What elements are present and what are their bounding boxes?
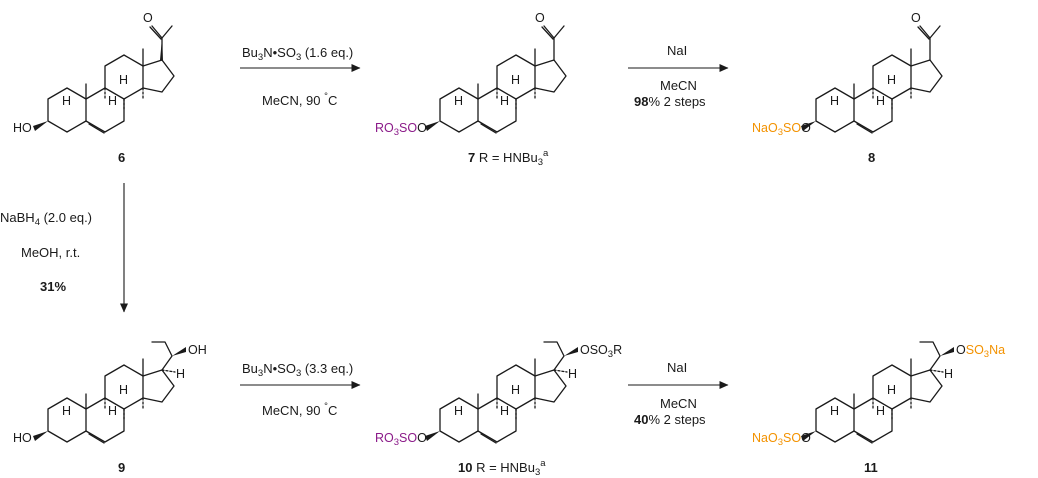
h-label: H (454, 404, 463, 418)
h-label: H (108, 94, 117, 108)
compound-number-label: 7 R = HNBu3a (468, 148, 549, 168)
h-label: H (876, 404, 885, 418)
solvent-label: MeOH, r.t. (21, 245, 80, 260)
h-label: H (876, 94, 885, 108)
side-chain-sulfate-label: OSO3R (580, 343, 622, 360)
compound-7: O H H H RO3SOO 7 R = HNBu3a (375, 11, 567, 168)
h-label: H (454, 94, 463, 108)
sulfate-ester-label: NaO3SOO (752, 121, 811, 138)
h-label: H (511, 383, 520, 397)
arrow-10-to-11: NaI MeCN 40% 2 steps (628, 360, 729, 427)
reagent-label: Bu3N•SO3 (1.6 eq.) (242, 45, 353, 63)
h-label: H (62, 94, 71, 108)
side-chain-sulfate-label: OSO3Na (956, 343, 1005, 360)
compound-number: 6 (118, 150, 125, 165)
compound-number: 8 (868, 150, 875, 165)
hydroxyl-label: OH (188, 343, 207, 357)
h-label: H (119, 73, 128, 87)
reagent-label: NaI (667, 43, 687, 58)
compound-10: OSO3R H H H H RO3SOO 10 R = HNBu3a (375, 341, 622, 478)
reagent-label: Bu3N•SO3 (3.3 eq.) (242, 361, 353, 379)
arrow-6-to-7: Bu3N•SO3 (1.6 eq.) MeCN, 90 °C (240, 45, 361, 108)
h-label: H (568, 367, 577, 381)
h-label: H (176, 367, 185, 381)
yield-label: 98% 2 steps (634, 94, 706, 109)
arrow-7-to-8: NaI MeCN 98% 2 steps (628, 43, 729, 109)
ketone-o-label: O (535, 11, 545, 25)
sulfate-ester-label: NaO3SOO (752, 431, 811, 448)
compound-number-label: 10 R = HNBu3a (458, 458, 546, 478)
sulfate-ester-label: RO3SOO (375, 121, 427, 138)
ketone-o-label: O (911, 11, 921, 25)
ketone-o-label: O (143, 11, 153, 25)
solvent-label: MeCN (660, 396, 697, 411)
h-label: H (887, 383, 896, 397)
conditions-label: MeCN, 90 °C (262, 401, 337, 418)
h-label: H (830, 94, 839, 108)
hydroxyl-label: HO (13, 431, 32, 445)
h-label: H (62, 404, 71, 418)
h-label: H (119, 383, 128, 397)
h-label: H (108, 404, 117, 418)
h-label: H (944, 367, 953, 381)
yield-label: 31% (40, 279, 66, 294)
h-label: H (500, 94, 509, 108)
compound-11: OSO3Na H H H H NaO3SOO 11 (752, 341, 1005, 475)
conditions-label: MeCN, 90 °C (262, 91, 337, 108)
arrow-6-to-9: NaBH4 (2.0 eq.) MeOH, r.t. 31% (0, 183, 128, 313)
h-label: H (887, 73, 896, 87)
h-label: H (830, 404, 839, 418)
sulfate-ester-label: RO3SOO (375, 431, 427, 448)
compound-9: OH H H H H HO 9 (13, 341, 207, 475)
compound-number: 11 (864, 460, 878, 475)
solvent-label: MeCN (660, 78, 697, 93)
compound-8: O H H H NaO3SOO 8 (752, 11, 943, 165)
compound-number: 9 (118, 460, 125, 475)
reagent-label: NaI (667, 360, 687, 375)
arrow-9-to-10: Bu3N•SO3 (3.3 eq.) MeCN, 90 °C (240, 361, 361, 418)
hydroxyl-label: HO (13, 121, 32, 135)
reagent-label: NaBH4 (2.0 eq.) (0, 210, 92, 228)
compound-6: H H H O HO 6 (13, 11, 175, 165)
h-label: H (500, 404, 509, 418)
h-label: H (511, 73, 520, 87)
yield-label: 40% 2 steps (634, 412, 706, 427)
